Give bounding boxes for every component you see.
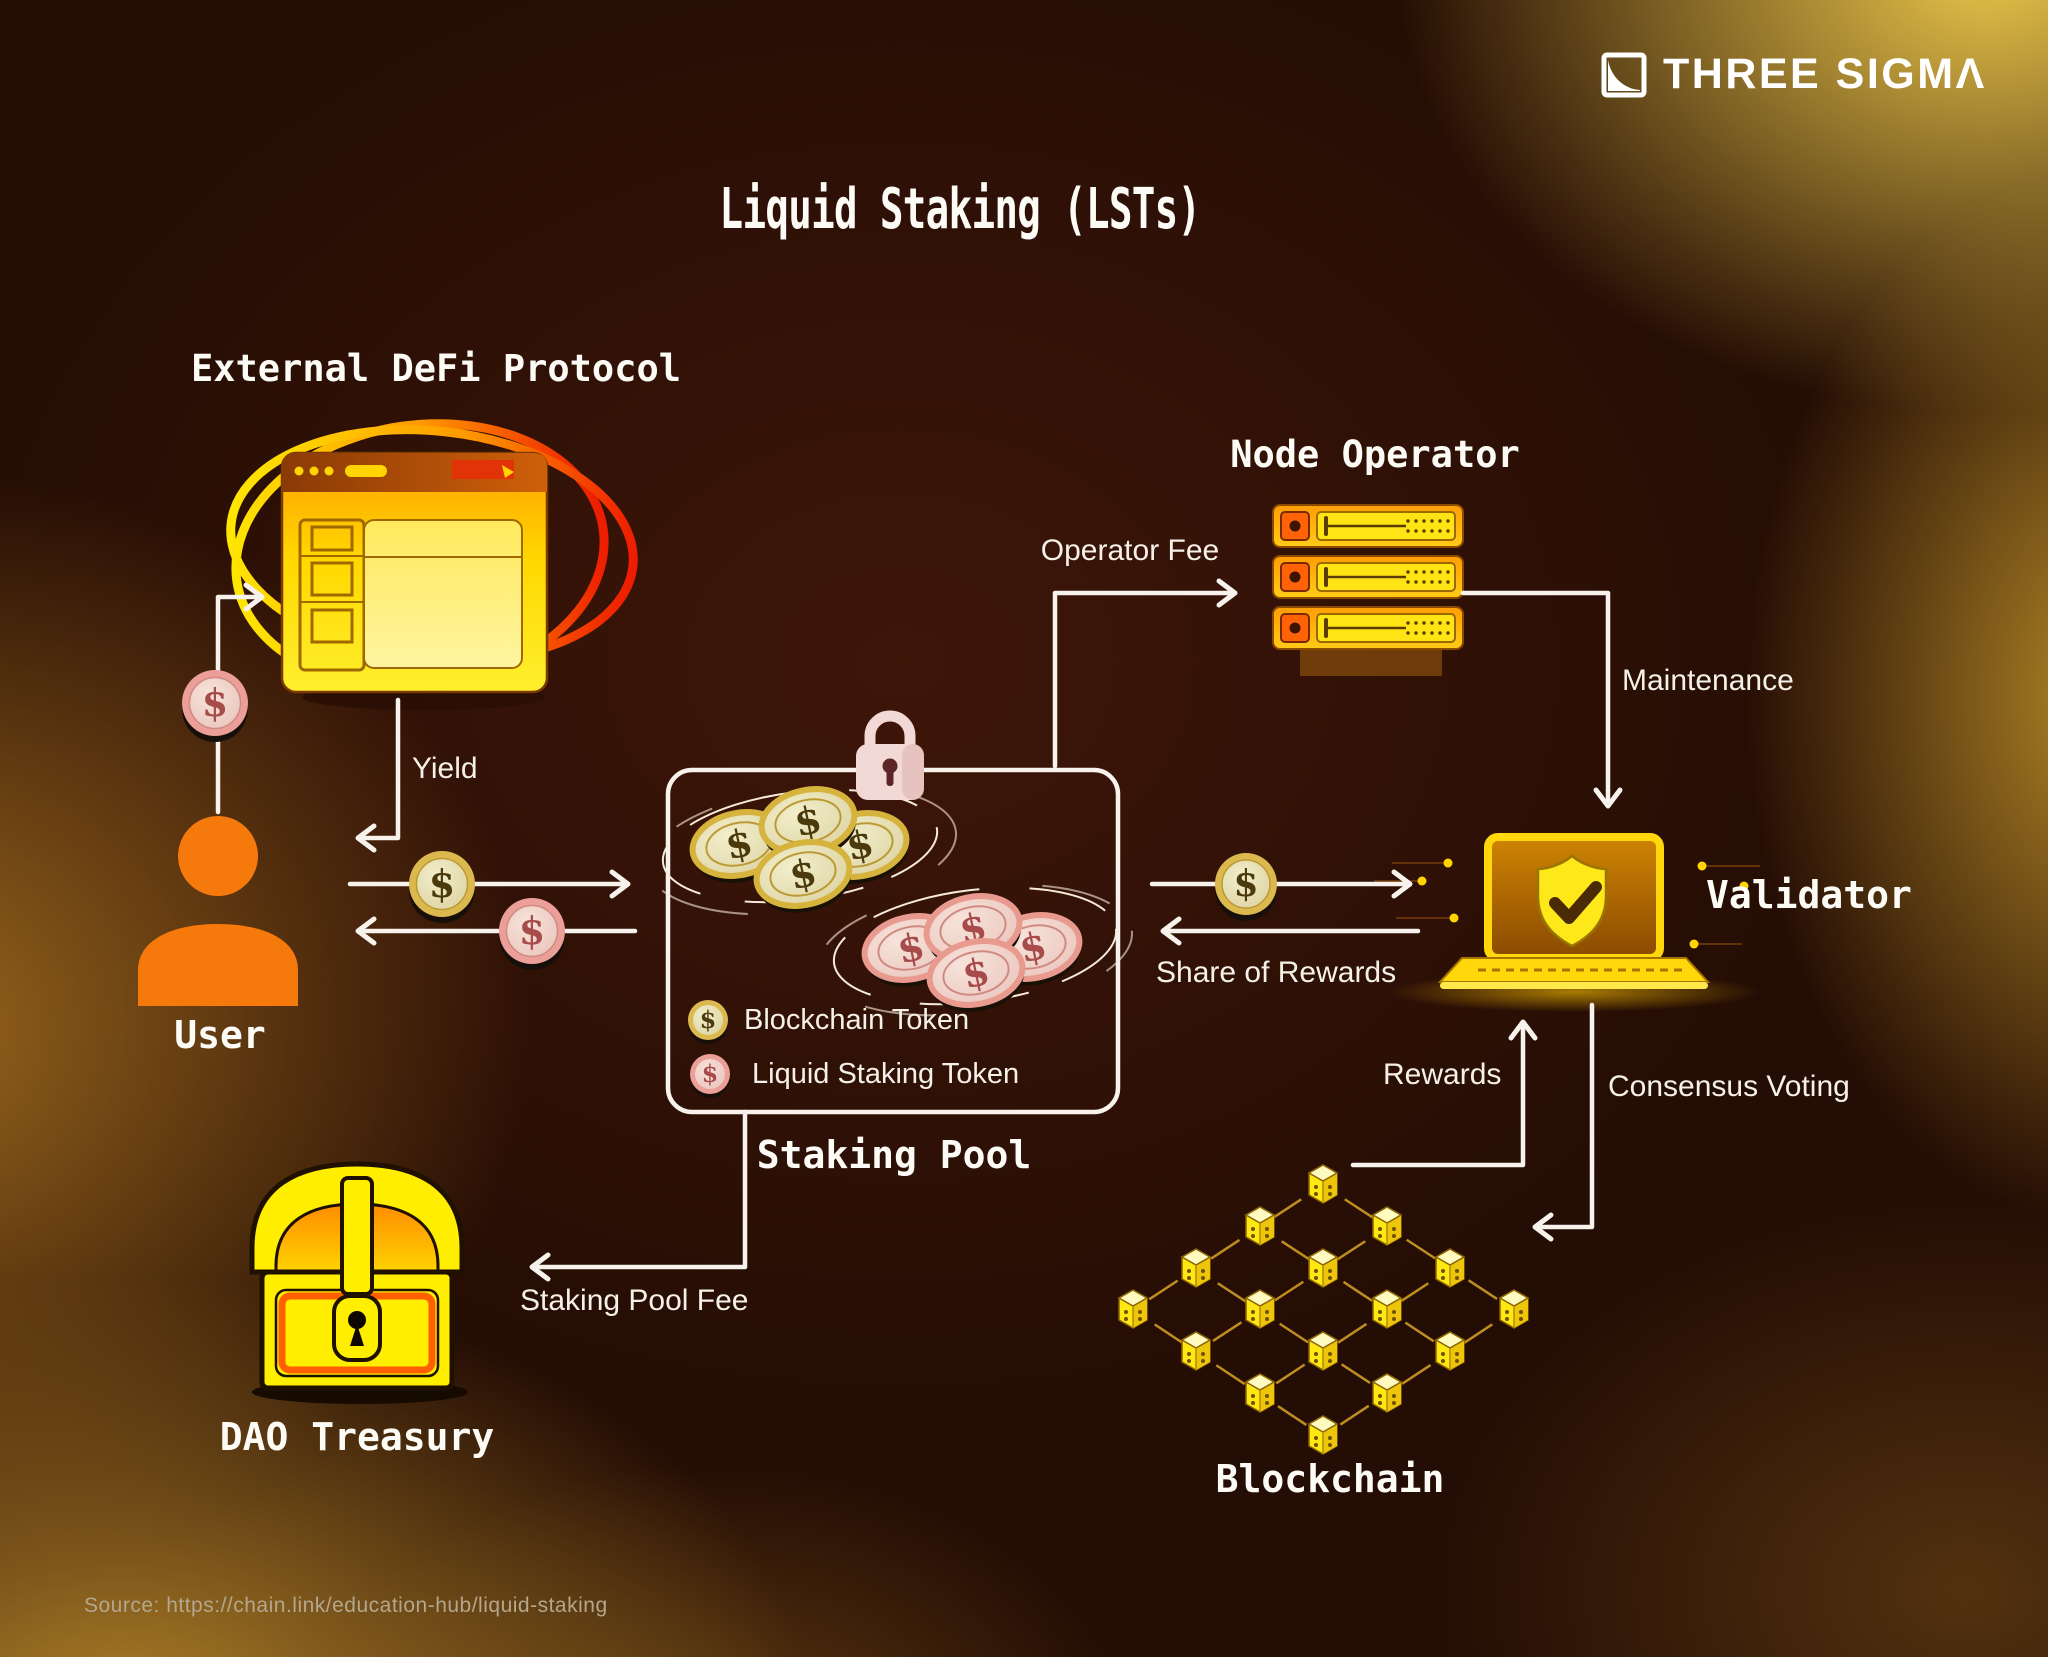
page-title: Liquid Staking (LSTs) [719,177,1202,242]
window-dot [324,466,334,476]
liquid-staking-token-coins: $ $ $ $ [861,893,1083,1012]
brand-logo: THREE SIGMΛ [1600,50,1987,99]
blockchain-node-cube [1308,1248,1338,1288]
label-operator-fee: Operator Fee [1040,534,1220,567]
label-share-of-rewards: Share of Rewards [1156,956,1397,989]
content-panel [363,519,523,669]
blockchain-node-cube [1372,1373,1402,1413]
blockchain-links [1132,1183,1515,1438]
legend-blockchain-token: Blockchain Token [744,1004,970,1036]
validator-illustration [1374,833,1760,1012]
dollar-glyph: $ [702,1059,719,1088]
server-unit [1272,504,1464,548]
server-unit [1272,555,1464,599]
blockchain-node-cube [1308,1415,1338,1455]
dollar-glyph: $ [519,908,545,953]
coin-pink-user-defi: $ [182,670,248,742]
circuit-dots [1417,858,1749,949]
blockchain-node-cube [1435,1248,1465,1288]
label-node-operator: Node Operator [1230,433,1520,476]
blockchain-node-cube [1245,1373,1275,1413]
node-operator-illustration [1272,504,1464,676]
checkmark-icon [1549,881,1602,924]
dollar-glyph: $ [700,1005,717,1034]
coin-gold-user-pool: $ [409,851,475,923]
blockchain-node-cube [1372,1206,1402,1246]
blockchain-node-cube [1181,1331,1211,1371]
blockchain-node-cube [1245,1289,1275,1329]
lock-icon [856,710,924,800]
blockchain-node-cube [1181,1248,1211,1288]
label-yield: Yield [412,752,478,785]
laptop-keyboard [1437,957,1711,983]
dollar-glyph: $ [429,861,455,906]
server-unit [1272,606,1464,650]
arrow-maintenance [1460,590,1623,809]
blockchain-illustration [1118,1164,1529,1455]
label-external-defi-protocol: External DeFi Protocol [190,347,682,390]
blockchain-node-cube [1372,1289,1402,1329]
blockchain-token-coins: $ $ $ $ [689,786,910,913]
coin-pink-pool-user: $ [499,898,565,970]
label-consensus-voting: Consensus Voting [1608,1070,1850,1103]
label-dao-treasury: DAO Treasury [219,1415,495,1459]
dao-treasury-illustration [249,1161,468,1404]
arrow-staking-pool-fee [529,1109,748,1282]
window-dot [294,466,304,476]
cursor-icon [502,465,514,478]
label-maintenance: Maintenance [1622,664,1794,697]
defi-protocol-illustration [226,419,638,710]
coin-gold-pool-validator: $ [1215,853,1277,921]
arrow-yield-defi-to-user [355,697,401,853]
dollar-glyph: $ [202,680,228,725]
legend-pink-coin-icon: $ [690,1054,730,1098]
arrow-rewards [1350,1019,1538,1168]
window-dot [309,466,319,476]
legend-gold-coin-icon: $ [688,1000,728,1044]
label-validator: Validator [1706,873,1912,917]
blockchain-node-cube [1308,1331,1338,1371]
arrow-operator-fee [1052,578,1238,769]
blockchain-node-cube [1245,1206,1275,1246]
label-rewards: Rewards [1383,1058,1502,1091]
chest-strap [340,1176,374,1296]
blockchain-node-cube [1435,1331,1465,1371]
blockchain-node-cube [1118,1289,1148,1329]
label-blockchain: Blockchain [1215,1457,1445,1501]
label-staking-pool-fee: Staking Pool Fee [520,1284,749,1317]
dollar-glyph: $ [1233,863,1258,905]
label-staking-pool: Staking Pool [756,1133,1032,1177]
blockchain-node-cube [1499,1289,1529,1329]
source-citation: Source: https://chain.link/education-hub… [84,1594,608,1617]
staking-pool-illustration: $ $ $ $ $ $ $ $ [646,710,1134,1115]
arrow-consensus-voting [1532,1002,1595,1242]
legend-liquid-staking-token: Liquid Staking Token [752,1058,1020,1090]
shield-icon [1536,854,1608,948]
label-user: User [174,1013,266,1057]
user-icon [138,816,298,1006]
three-sigma-icon [1601,52,1647,97]
keyhole-icon [348,1311,366,1329]
window-pill [345,465,387,477]
brand-name: THREE SIGMΛ [1663,50,1987,98]
blockchain-node-cube [1308,1164,1338,1204]
address-bar [452,460,514,479]
